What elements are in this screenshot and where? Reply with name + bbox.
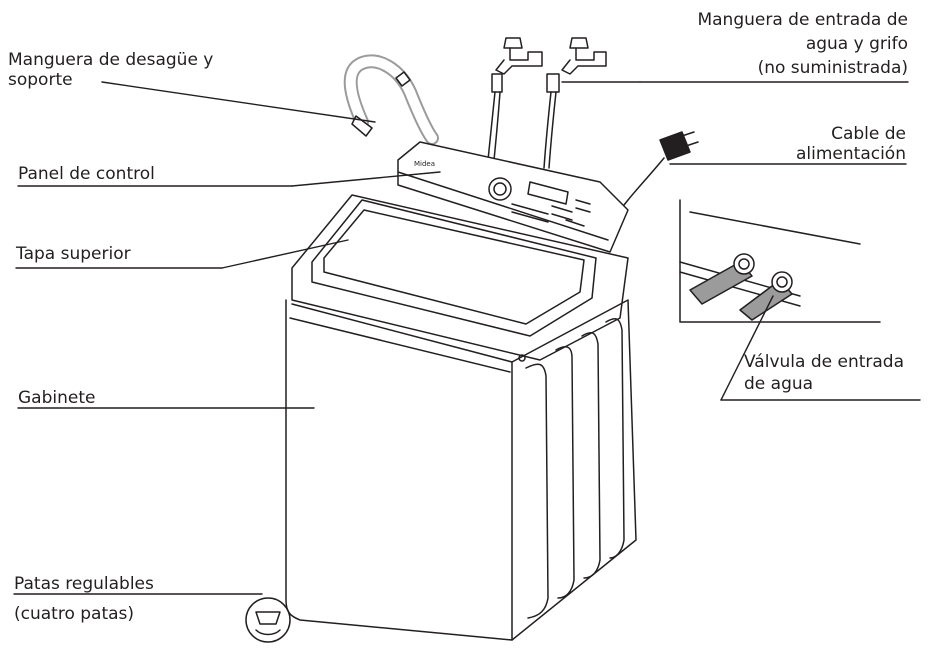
control-panel-label: Panel de control — [18, 164, 155, 184]
cabinet-label: Gabinete — [18, 388, 96, 408]
inlet-hose-label-line1: Manguera de entrada de — [697, 10, 908, 30]
inlet-valve-inset — [679, 199, 881, 323]
drain-hose-label-line1: Manguera de desagüe y — [8, 50, 214, 70]
inlet-valve-label-line2: de agua — [744, 374, 814, 394]
power-cord-illustration — [619, 131, 699, 211]
leader-lines — [13, 81, 921, 595]
inlet-valve-label-line1: Válvula de entrada — [744, 352, 904, 372]
inlet-hose-label-line3: (no suministrada) — [757, 58, 908, 78]
drain-hose-label-line2: soporte — [8, 70, 73, 90]
water-faucets-illustration — [487, 37, 607, 169]
power-cord-label-line1: Cable de — [831, 124, 906, 144]
power-cord-label-line2: alimentación — [796, 144, 906, 164]
inlet-hose-label-line2: agua y grifo — [805, 34, 908, 54]
adjustable-foot-detail — [245, 597, 291, 643]
adjustable-feet-label-line2: (cuatro patas) — [14, 604, 135, 624]
adjustable-feet-label-line1: Patas regulables — [14, 574, 154, 594]
brand-logo-text: Midea — [414, 160, 435, 168]
washer-body-illustration — [285, 141, 637, 641]
drain-hose-illustration — [343, 54, 439, 145]
top-lid-label: Tapa superior — [16, 244, 131, 264]
